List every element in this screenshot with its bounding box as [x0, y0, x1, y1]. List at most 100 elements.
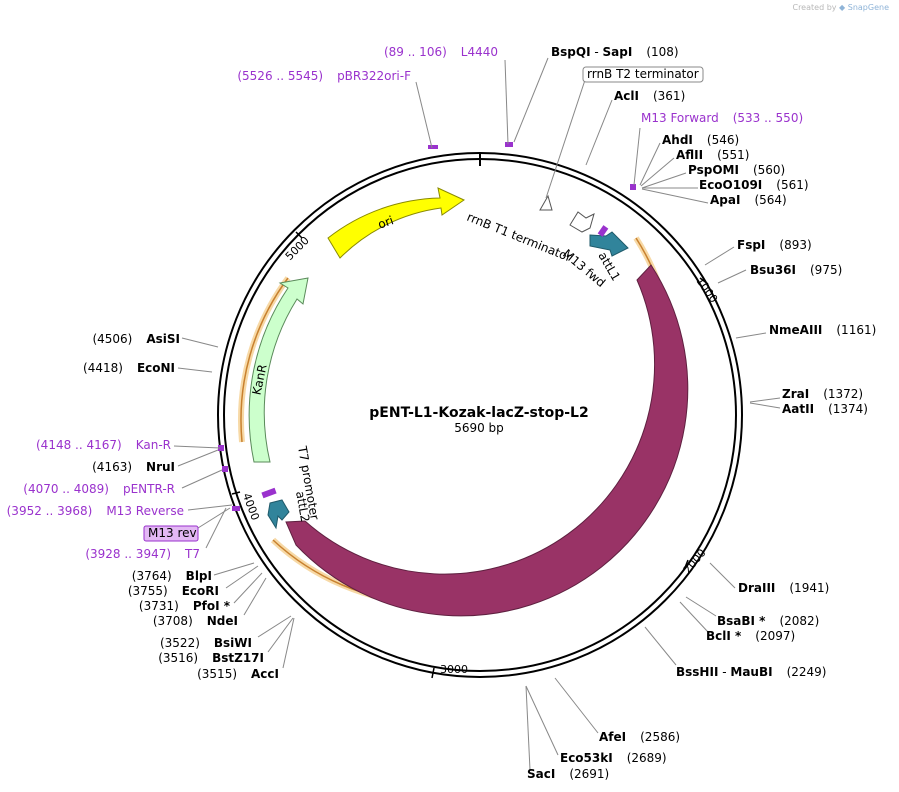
acli-leader [585, 99, 613, 166]
nrui-leader [177, 449, 219, 467]
bspqi-sep: - [591, 45, 603, 59]
saci-leader [525, 685, 531, 771]
site-bcli: BclI * (2097) [706, 629, 795, 643]
pentrr-name: pENTR-R [123, 482, 175, 496]
site-pbr322: (5526 .. 5545)pBR322ori-F [237, 69, 411, 83]
site-eco0109i: EcoO109I(561) [699, 178, 809, 192]
fspi-name: FspI [737, 238, 765, 252]
bsshii-name2: MauBI [730, 665, 772, 679]
bsiwi-pos: (3522) [160, 636, 200, 650]
attl1-feature-arrow [589, 231, 629, 257]
plasmid-size: 5690 bp [454, 421, 504, 435]
aflii-name: AflII [676, 148, 703, 162]
tick-label-4000: 4000 [240, 491, 262, 522]
site-bstz17i: (3516) BstZ17I [158, 651, 264, 665]
pentrr-pos: (4070 .. 4089) [23, 482, 109, 496]
site-apai: ApaI(564) [710, 193, 787, 207]
econi-leader [177, 367, 213, 373]
m13forward-name: M13 Forward [641, 111, 719, 125]
site-t7: (3928 .. 3947)T7 [85, 547, 200, 561]
m13-fwd-primer-mark [597, 225, 609, 237]
site-zrai: ZraI(1372) [782, 387, 863, 401]
ecori-pos: (3755) [128, 584, 168, 598]
site-bsiwi: (3522) BsiWI [160, 636, 252, 650]
bstz17i-name: BstZ17I [212, 651, 264, 665]
ori-feature-arrow [327, 187, 466, 259]
pentrr-leader [181, 469, 223, 489]
site-bspqi: BspQI - SapI(108) [551, 45, 679, 59]
tick-mark-3000 [431, 667, 435, 679]
pbr322-leader [415, 81, 433, 149]
aatii-name: AatII [782, 402, 814, 416]
bspqi-pos: (108) [646, 45, 678, 59]
ndei-name: NdeI [207, 614, 238, 628]
site-saci: SacI(2691) [527, 767, 609, 781]
site-acli: AclI(361) [614, 89, 685, 103]
econi-name: EcoNI [137, 361, 175, 375]
asisi-name: AsiSI [146, 332, 180, 346]
ndei-leader [243, 577, 267, 616]
eco0109i-name: EcoO109I [699, 178, 762, 192]
site-aflii: AflII (551) [676, 148, 749, 162]
econi-pos: (4418) [83, 361, 123, 375]
apai-leader [641, 188, 709, 204]
fspi-pos: (893) [779, 238, 811, 252]
bstz17i-pos: (3516) [158, 651, 198, 665]
site-nmeaiii: NmeAIII (1161) [769, 323, 876, 337]
site-nrui: (4163)NruI [92, 460, 175, 474]
credit-brand: SnapGene [847, 3, 889, 12]
bsshii-sep: - [718, 665, 730, 679]
pbr322ori-f-primer-mark [428, 145, 438, 149]
m13forward-pos: (533 .. 550) [733, 111, 803, 125]
bsu36i-leader [717, 269, 747, 284]
site-aatii: AatII(1374) [782, 402, 868, 416]
m13rev-label-box [143, 525, 199, 542]
l4440-primer-mark [505, 142, 513, 147]
ahdi-leader [639, 142, 661, 186]
pspomi-pos: (560) [753, 163, 785, 177]
bcli-leader [679, 601, 709, 633]
zrai-name: ZraI [782, 387, 809, 401]
nmeaiii-name: NmeAIII [769, 323, 822, 337]
nmeaiii-pos: (1161) [836, 323, 876, 337]
bsiwi-name: BsiWI [214, 636, 252, 650]
pbr322-pos: (5526 .. 5545) [237, 69, 323, 83]
bcli-pos: (2097) [755, 629, 795, 643]
aflii-leader [640, 157, 675, 187]
pspomi-leader [641, 172, 687, 189]
snapgene-credit: Created by ◆ SnapGene [792, 3, 889, 12]
bcli-name: BclI * [706, 629, 742, 643]
blpi-name: BlpI [186, 569, 212, 583]
ecori-name: EcoRI [182, 584, 219, 598]
leader-lines [173, 57, 781, 771]
bstz17i-leader [267, 617, 294, 653]
bsabi-pos: (2082) [779, 614, 819, 628]
t7-leader [205, 507, 227, 549]
aflii-pos: (551) [717, 148, 749, 162]
site-pentrr: (4070 .. 4089) pENTR-R [23, 482, 175, 496]
sites-arc-left-core [240, 277, 289, 443]
eco53ki-pos: (2689) [627, 751, 667, 765]
ndei-pos: (3708) [153, 614, 193, 628]
m13rev-label: M13 rev [148, 526, 197, 540]
site-m13forward: M13 Forward (533 .. 550) [641, 111, 803, 125]
ecori-leader [225, 565, 259, 589]
t7-promoter-mark [261, 487, 277, 499]
nrui-pos: (4163) [92, 460, 132, 474]
bsabi-leader [685, 596, 717, 617]
apai-name: ApaI [710, 193, 740, 207]
m13reverse-pos: (3952 .. 3968) [7, 504, 93, 518]
site-econi: (4418) EcoNI [83, 361, 175, 375]
t7-pos: (3928 .. 3947) [85, 547, 171, 561]
rrnb-t2-leader [545, 79, 586, 199]
l4440-leader [504, 59, 509, 145]
afei-name: AfeI [599, 730, 626, 744]
bsabi-name: BsaBI * [717, 614, 766, 628]
draiii-leader [709, 562, 736, 589]
site-blpi: (3764)BlpI [132, 569, 212, 583]
ahdi-name: AhdI [662, 133, 693, 147]
m13forward-leader [633, 127, 641, 186]
asisi-leader [181, 337, 219, 348]
ori-label: ori [376, 213, 395, 231]
